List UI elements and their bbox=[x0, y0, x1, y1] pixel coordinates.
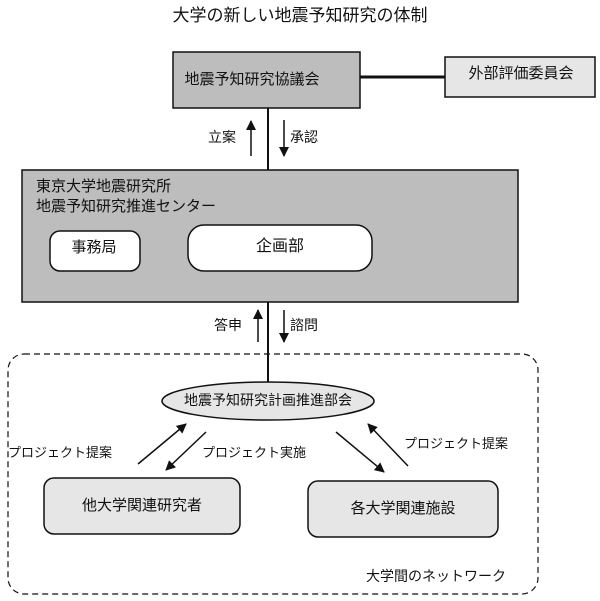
center-name-line2: 地震予知研究推進センター bbox=[36, 197, 217, 215]
project-implementation-label: プロジェクト実施 bbox=[202, 446, 307, 461]
project-proposal-left-label: プロジェクト提案 bbox=[8, 446, 113, 461]
implement-left-arrow bbox=[165, 431, 207, 471]
report-label: 答申 bbox=[214, 318, 242, 334]
draft-label: 立案 bbox=[208, 130, 236, 146]
office-label: 事務局 bbox=[71, 238, 117, 256]
office-box bbox=[49, 230, 141, 272]
council-label: 地震予知研究協議会 bbox=[184, 70, 320, 88]
other-researchers-box bbox=[43, 477, 241, 535]
facilities-box bbox=[307, 480, 499, 538]
council-box bbox=[172, 51, 361, 109]
promotion-committee-ellipse bbox=[161, 381, 375, 421]
planning-box bbox=[187, 224, 373, 272]
approve-label: 承認 bbox=[290, 130, 318, 146]
propose-right-arrow bbox=[367, 423, 409, 467]
implement-right-arrow bbox=[335, 431, 385, 473]
planning-label: 企画部 bbox=[255, 236, 304, 255]
center-name-line1: 東京大学地震研究所 bbox=[36, 177, 172, 195]
network-region bbox=[7, 353, 539, 595]
diagram-title: 大学の新しい地震予知研究の体制 bbox=[172, 6, 428, 26]
network-label: 大学間のネットワーク bbox=[366, 569, 506, 585]
propose-left-arrow bbox=[137, 423, 187, 465]
external-committee-box bbox=[444, 56, 596, 98]
project-proposal-right-label: プロジェクト提案 bbox=[404, 437, 509, 452]
other-researchers-label: 他大学関連研究者 bbox=[81, 496, 202, 514]
facilities-label: 各大学関連施設 bbox=[350, 499, 456, 517]
external-committee-label: 外部評価委員会 bbox=[468, 64, 574, 82]
promotion-committee-label: 地震予知研究計画推進部会 bbox=[184, 393, 352, 409]
consult-label: 諮問 bbox=[290, 318, 318, 334]
